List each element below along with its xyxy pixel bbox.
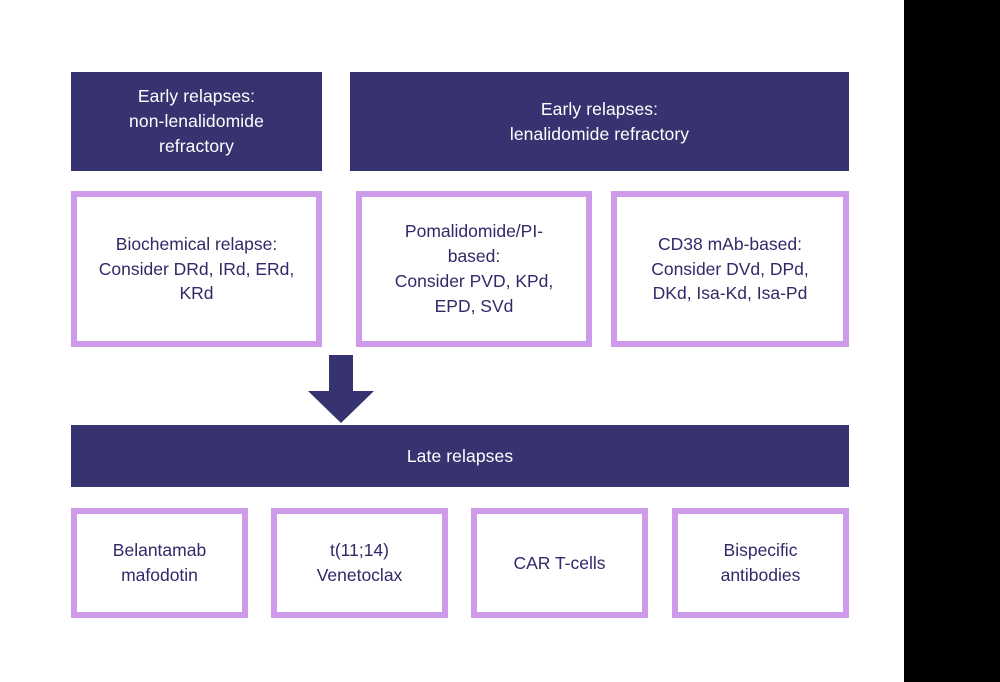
option-box-belantamab-mafodotin-label: Belantamab mafodotin (112, 540, 207, 585)
header-early-lenalidomide-refractory: Early relapses: lenalidomide refractory (350, 72, 849, 171)
header-early-non-lenalidomide-refractory: Early relapses: non-lenalidomide refract… (71, 72, 322, 171)
option-box-bispecific-antibodies-label: Bispecific antibodies (720, 540, 801, 585)
option-box-pomalidomide-pi-based[interactable]: Pomalidomide/PI- based: Consider PVD, KP… (356, 191, 592, 347)
option-box-cd38-mab-based[interactable]: CD38 mAb-based: Consider DVd, DPd, DKd, … (611, 191, 849, 347)
letterbox-band-right (904, 0, 1000, 682)
option-box-biochemical-relapse-label: Biochemical relapse: Consider DRd, IRd, … (98, 233, 295, 304)
header-late-relapses: Late relapses (71, 425, 849, 487)
header-early-non-lenalidomide-refractory-label: Early relapses: non-lenalidomide refract… (129, 86, 264, 156)
option-box-pomalidomide-pi-based-label: Pomalidomide/PI- based: Consider PVD, KP… (394, 221, 554, 316)
option-box-cd38-mab-based-label: CD38 mAb-based: Consider DVd, DPd, DKd, … (651, 233, 809, 304)
option-box-belantamab-mafodotin[interactable]: Belantamab mafodotin (71, 508, 248, 618)
header-late-relapses-label: Late relapses (406, 445, 514, 466)
option-box-bispecific-antibodies[interactable]: Bispecific antibodies (672, 508, 849, 618)
header-early-lenalidomide-refractory-label: Early relapses: lenalidomide refractory (509, 98, 690, 144)
option-box-car-t-cells-label: CAR T-cells (513, 552, 606, 573)
option-box-car-t-cells[interactable]: CAR T-cells (471, 508, 648, 618)
option-box-biochemical-relapse[interactable]: Biochemical relapse: Consider DRd, IRd, … (71, 191, 322, 347)
down-arrow-icon (308, 355, 374, 423)
option-box-t1114-venetoclax-label: t(11;14) Venetoclax (316, 540, 403, 585)
option-box-t1114-venetoclax[interactable]: t(11;14) Venetoclax (271, 508, 448, 618)
